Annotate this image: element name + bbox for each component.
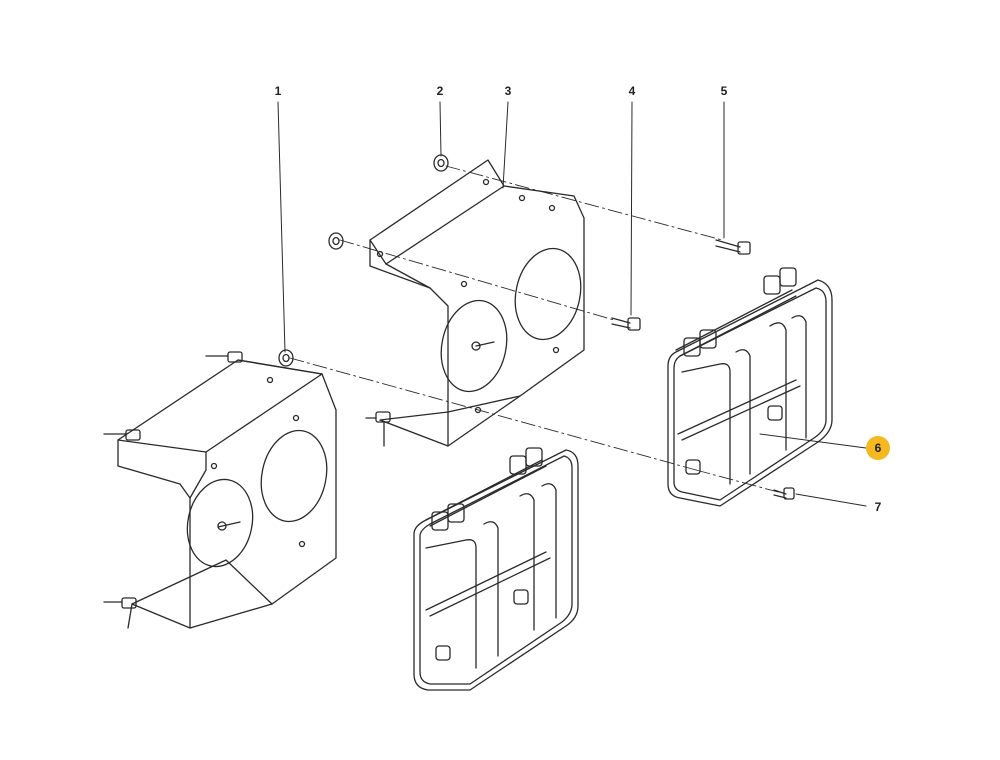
left-heat-shield-bracket [103,351,337,629]
wire-guard-upper [667,267,833,507]
flange-bolt [611,239,795,500]
washer-nut [278,154,449,367]
callout-5[interactable]: 5 [720,84,728,98]
callout-2[interactable]: 2 [436,84,444,98]
leader-lines [277,101,867,507]
callout-1[interactable]: 1 [274,84,282,98]
stud-bolt [103,351,243,629]
right-heat-shield-bracket [365,159,585,447]
alignment-axes [289,165,779,493]
callout-6-highlighted[interactable]: 6 [866,436,890,460]
wire-guard-lower [413,447,579,691]
callout-4[interactable]: 4 [628,84,636,98]
callout-7[interactable]: 7 [874,500,882,514]
callout-3[interactable]: 3 [504,84,512,98]
